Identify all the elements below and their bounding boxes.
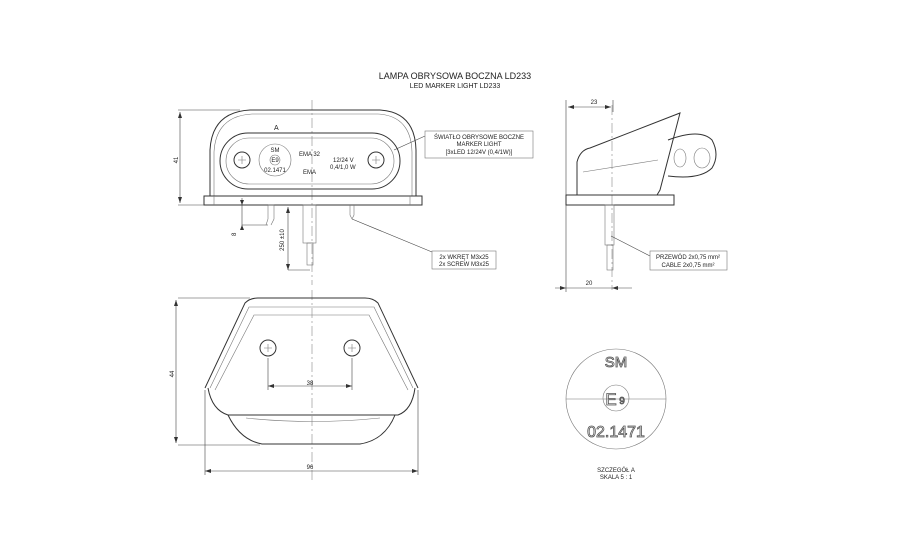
dim-height-41: 41 — [174, 156, 180, 163]
front-view: SM E9 02.1471 EMA 32 EMA 12/24 V 0,4/1,0… — [174, 100, 423, 285]
detail-marker-a: A — [274, 125, 279, 132]
callout-screw: 2x WKRĘT M3x25 2x SCREW M3x25 — [351, 218, 497, 270]
callout-lamp-en: MARKER LIGHT — [456, 142, 501, 148]
detail-e-num: 9 — [619, 396, 625, 407]
dim-width-96: 96 — [307, 465, 314, 471]
dim-side-20: 20 — [586, 281, 593, 287]
power-label: 0,4/1,0 W — [330, 165, 356, 171]
callout-lamp: ŚWIATŁO OBRYSOWE BOCZNE MARKER LIGHT [3x… — [393, 130, 534, 159]
front-mark-code: 02.1471 — [264, 168, 286, 174]
callout-cable-pl: PRZEWÓD 2x0,75 mm² — [656, 254, 720, 261]
dim-side-23: 23 — [591, 100, 598, 106]
ema-top-label: EMA 32 — [299, 152, 321, 158]
callout-cable: PRZEWÓD 2x0,75 mm² CABLE 2x0,75 mm² — [610, 235, 728, 271]
dim-bottom-44: 44 — [170, 370, 176, 377]
callout-screw-pl: 2x WKRĘT M3x25 — [439, 255, 489, 261]
front-mark-e: E9 — [271, 158, 279, 164]
callout-screw-en: 2x SCREW M3x25 — [439, 262, 490, 268]
dim-holes-38: 38 — [307, 381, 314, 387]
side-view: 23 20 — [555, 100, 717, 292]
front-mark-sm: SM — [271, 148, 280, 154]
detail-caption: SZCZEGÓŁ A — [597, 467, 635, 474]
callout-lamp-spec: [3xLED 12/24V (0,4/1W)] — [446, 150, 513, 156]
dim-cable-250: 250 ±10 — [280, 229, 286, 251]
detail-a: SM E 9 02.1471 SZCZEGÓŁ A SKALA 5 : 1 — [565, 348, 667, 481]
bottom-view: 38 44 96 — [170, 290, 419, 480]
drawing-title: LAMPA OBRYSOWA BOCZNA LD233 — [379, 71, 531, 81]
drawing-subtitle: LED MARKER LIGHT LD233 — [410, 83, 501, 90]
detail-code: 02.1471 — [587, 424, 645, 441]
detail-sm: SM — [605, 354, 628, 371]
dim-screw-8: 8 — [232, 232, 238, 236]
ema-bottom-label: EMA — [303, 170, 316, 176]
detail-scale: SKALA 5 : 1 — [600, 475, 633, 481]
detail-e: E — [605, 390, 616, 409]
callout-cable-en: CABLE 2x0,75 mm² — [661, 263, 714, 269]
callout-lamp-pl: ŚWIATŁO OBRYSOWE BOCZNE — [434, 133, 524, 141]
voltage-label: 12/24 V — [333, 158, 354, 164]
